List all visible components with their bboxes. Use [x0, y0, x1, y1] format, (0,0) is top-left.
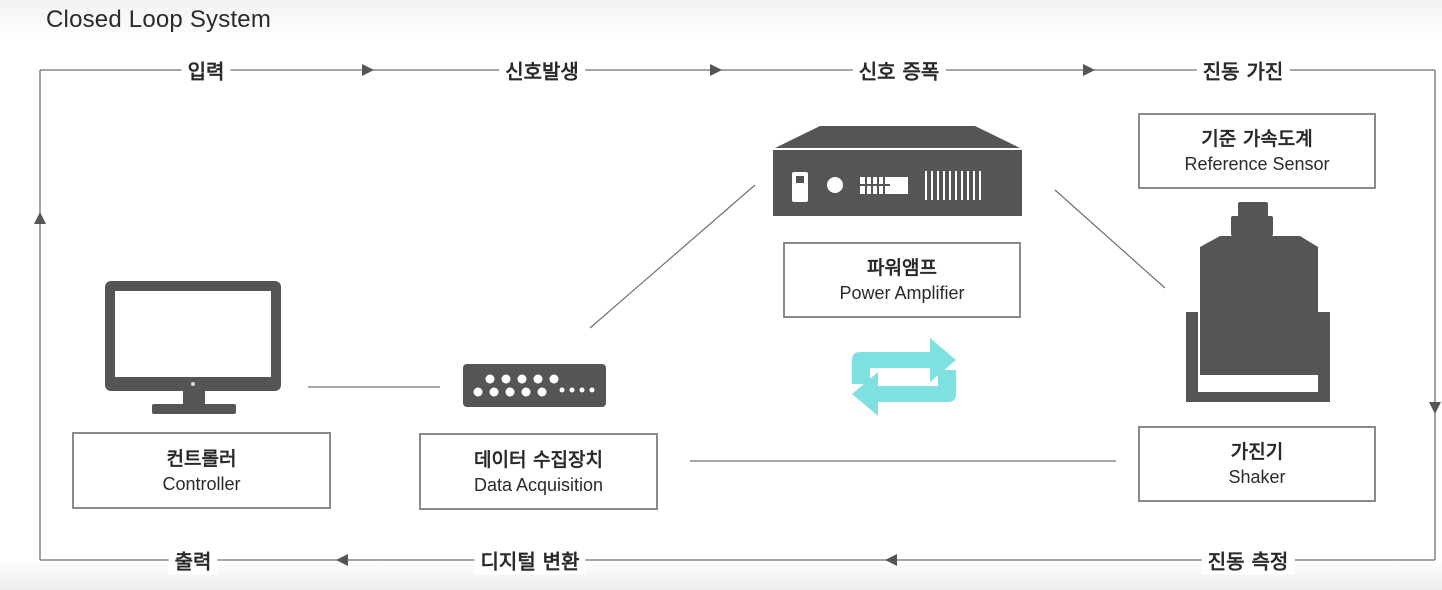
daq-name-ko: 데이터 수집장치	[474, 448, 603, 471]
controller-name-en: Controller	[162, 473, 241, 494]
page-title: Closed Loop System	[46, 6, 272, 33]
arrow-up-icon	[34, 212, 46, 224]
amp-name-ko: 파워앰프	[867, 257, 937, 279]
controller-label-box: 컨트롤러 Controller	[72, 432, 331, 509]
arrow-right-icon	[1083, 64, 1095, 76]
monitor-icon	[105, 281, 281, 414]
shaker-name-en: Shaker	[1228, 467, 1286, 487]
daq-name-en: Data Acquisition	[473, 474, 604, 495]
controller-name-ko: 컨트롤러	[166, 447, 237, 470]
connection-lines	[308, 184, 1166, 462]
flow-label-input: 입력	[181, 55, 231, 85]
top-shade	[0, 0, 1442, 40]
daq-device-icon	[463, 364, 606, 407]
arrow-down-icon	[1429, 402, 1441, 414]
shaker-device-icon	[1186, 202, 1330, 402]
sensor-name-ko: 기준 가속도계	[1201, 128, 1313, 150]
flow-label-signal-amplification: 신호 증폭	[852, 55, 946, 85]
sensor-label-box: 기준 가속도계 Reference Sensor	[1138, 113, 1376, 189]
arrow-left-icon	[885, 554, 897, 566]
flow-label-vibration-measurement: 진동 측정	[1201, 545, 1295, 575]
flow-label-output: 출력	[168, 545, 218, 575]
shaker-name-ko: 가진기	[1230, 441, 1284, 463]
arrow-right-icon	[710, 64, 722, 76]
flow-label-vibration-excitation: 진동 가진	[1196, 55, 1290, 85]
sensor-name-en: Reference Sensor	[1184, 154, 1330, 174]
shaker-label-box: 가진기 Shaker	[1138, 426, 1376, 502]
amplifier-device-icon	[773, 126, 1022, 216]
flow-label-signal-generation: 신호발생	[499, 55, 585, 85]
daq-label-box: 데이터 수집장치 Data Acquisition	[419, 433, 658, 510]
amp-name-en: Power Amplifier	[839, 283, 965, 303]
bottom-shade	[0, 560, 1442, 590]
amp-label-box: 파워앰프 Power Amplifier	[783, 242, 1021, 318]
refresh-loop-icon	[852, 338, 956, 416]
flow-arrows	[34, 64, 1441, 566]
arrow-right-icon	[362, 64, 374, 76]
flow-label-digital-conversion: 디지털 변환	[474, 545, 586, 575]
arrow-left-icon	[336, 554, 348, 566]
